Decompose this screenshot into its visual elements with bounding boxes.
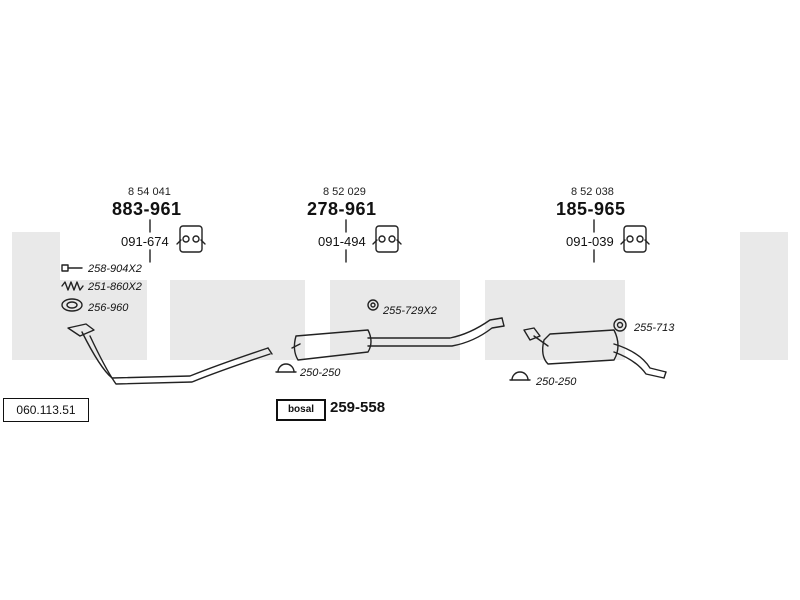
clamp-front-label: 250-250 bbox=[300, 367, 341, 379]
front-pipe bbox=[67, 323, 273, 385]
hanger-rear-icon bbox=[613, 318, 627, 332]
clamp-rear-label: 250-250 bbox=[536, 376, 577, 388]
part-number-3: 185-965 bbox=[556, 199, 626, 219]
bracket-number-3: 091-039 bbox=[566, 234, 614, 249]
clamp-icon-rear bbox=[509, 371, 531, 381]
watermark-a bbox=[485, 280, 625, 360]
middle-silencer bbox=[291, 317, 505, 361]
part-number-1: 883-961 bbox=[112, 199, 182, 219]
rear-silencer bbox=[523, 327, 667, 379]
oem-number-3: 8 52 038 bbox=[571, 186, 614, 198]
bracket-number-2: 091-494 bbox=[318, 234, 366, 249]
reference-number-box: 060.113.51 bbox=[3, 398, 89, 422]
kit-part-number: 259-558 bbox=[330, 399, 386, 416]
hanger-rear-label: 255-713 bbox=[634, 322, 675, 334]
spring-icon bbox=[61, 281, 84, 291]
bolt-icon bbox=[61, 264, 83, 272]
hanger-icon-2 bbox=[372, 225, 402, 253]
bosal-kit-badge: bosal bbox=[276, 399, 326, 421]
watermark-l bbox=[740, 232, 788, 360]
watermark-o bbox=[170, 280, 305, 360]
spring-label: 251-860X2 bbox=[88, 281, 142, 293]
bracket-number-1: 091-674 bbox=[121, 234, 169, 249]
oem-number-1: 8 54 041 bbox=[128, 186, 171, 198]
clamp-icon-front bbox=[275, 363, 297, 373]
hanger-icon-3 bbox=[620, 225, 650, 253]
oem-number-2: 8 52 029 bbox=[323, 186, 366, 198]
hanger-mid-icon bbox=[367, 299, 379, 311]
bolt-label: 258-904X2 bbox=[88, 263, 142, 275]
gasket-label: 256-960 bbox=[88, 302, 129, 314]
part-number-2: 278-961 bbox=[307, 199, 377, 219]
hanger-mid-label: 255-729X2 bbox=[383, 305, 437, 317]
hanger-icon-1 bbox=[176, 225, 206, 253]
gasket-icon bbox=[61, 298, 83, 312]
watermark-b-bowl bbox=[12, 280, 147, 360]
